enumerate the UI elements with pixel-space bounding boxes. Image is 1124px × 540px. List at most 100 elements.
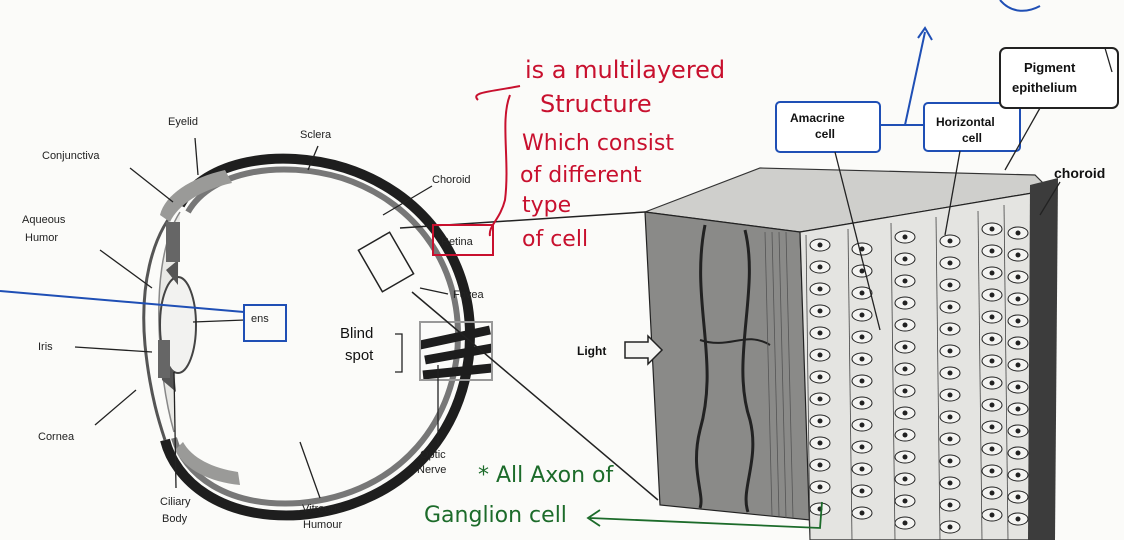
cell-nucleus bbox=[860, 401, 865, 406]
cell-nucleus bbox=[948, 503, 953, 508]
optic-nerve-label-2: Nerve bbox=[417, 464, 446, 476]
cell-nucleus bbox=[903, 345, 908, 350]
cell-nucleus bbox=[818, 331, 823, 336]
cell-nucleus bbox=[1016, 407, 1021, 412]
retina-label: Retina bbox=[441, 236, 474, 248]
blind-spot-label-2: spot bbox=[345, 347, 374, 364]
cell-nucleus bbox=[860, 489, 865, 494]
cell-nucleus bbox=[990, 425, 995, 430]
pigment-epithelium-label-2: epithelium bbox=[1012, 80, 1077, 95]
vitreous-label-2: Humour bbox=[303, 519, 342, 531]
red-bracket bbox=[476, 86, 520, 236]
cell-nucleus bbox=[818, 243, 823, 248]
cell-nucleus bbox=[948, 481, 953, 486]
cell-nucleus bbox=[903, 323, 908, 328]
optic-nerve-shape bbox=[420, 330, 492, 375]
cell-nucleus bbox=[1016, 429, 1021, 434]
cell-nucleus bbox=[948, 393, 953, 398]
cell-nucleus bbox=[948, 371, 953, 376]
eyelid-label: Eyelid bbox=[168, 116, 198, 128]
cell-nucleus bbox=[990, 293, 995, 298]
aqueous-humor-label-2: Humor bbox=[25, 232, 58, 244]
horizontal-cell-label-1: Horizontal bbox=[936, 115, 995, 129]
retina-choroid-strip bbox=[1028, 178, 1058, 540]
cell-nucleus bbox=[860, 335, 865, 340]
blue-corner-mark bbox=[1000, 0, 1040, 11]
cornea-leader bbox=[95, 390, 136, 425]
ciliary-body-label-2: Body bbox=[162, 513, 188, 525]
retina-note-line-2: Structure bbox=[540, 90, 652, 118]
cell-nucleus bbox=[903, 499, 908, 504]
cell-nucleus bbox=[990, 249, 995, 254]
sclera-layer bbox=[165, 159, 470, 516]
lower-iris-bar bbox=[158, 340, 170, 378]
cell-nucleus bbox=[860, 269, 865, 274]
cell-nucleus bbox=[903, 301, 908, 306]
fovea-leader bbox=[420, 288, 448, 294]
cell-nucleus bbox=[990, 513, 995, 518]
cell-nucleus bbox=[903, 257, 908, 262]
cell-nucleus bbox=[1016, 451, 1021, 456]
cell-nucleus bbox=[860, 467, 865, 472]
fovea-label: Fovea bbox=[453, 289, 484, 301]
cell-nucleus bbox=[860, 445, 865, 450]
cell-nucleus bbox=[1016, 473, 1021, 478]
cornea-label: Cornea bbox=[38, 431, 75, 443]
choroid-label-eye: Choroid bbox=[432, 174, 471, 186]
cell-nucleus bbox=[903, 521, 908, 526]
cell-nucleus bbox=[860, 357, 865, 362]
ciliary-body-label-1: Ciliary bbox=[160, 496, 191, 508]
cell-nucleus bbox=[990, 271, 995, 276]
ganglion-note-line-2: Ganglion cell bbox=[424, 503, 567, 528]
vitreous-label-1: Vitreous bbox=[302, 503, 343, 515]
iris-label: Iris bbox=[38, 341, 53, 353]
cell-nucleus bbox=[948, 327, 953, 332]
cell-nucleus bbox=[903, 389, 908, 394]
cell-nucleus bbox=[818, 463, 823, 468]
cell-nucleus bbox=[818, 309, 823, 314]
cell-nucleus bbox=[1016, 341, 1021, 346]
cell-nucleus bbox=[1016, 319, 1021, 324]
cell-nucleus bbox=[818, 441, 823, 446]
cell-nucleus bbox=[860, 423, 865, 428]
cell-nucleus bbox=[948, 415, 953, 420]
cell-nucleus bbox=[1016, 253, 1021, 258]
cell-nucleus bbox=[1016, 297, 1021, 302]
cell-nucleus bbox=[860, 313, 865, 318]
light-label: Light bbox=[577, 344, 606, 358]
cell-nucleus bbox=[948, 349, 953, 354]
pigment-epithelium-label-1: Pigment bbox=[1024, 60, 1076, 75]
cell-nucleus bbox=[818, 397, 823, 402]
cell-nucleus bbox=[990, 337, 995, 342]
cell-nucleus bbox=[990, 491, 995, 496]
lens-label: ens bbox=[251, 313, 269, 325]
cell-nucleus bbox=[948, 305, 953, 310]
choroid-label-retina: choroid bbox=[1054, 165, 1105, 181]
cell-nucleus bbox=[903, 455, 908, 460]
retina-note-line-4: of different bbox=[520, 163, 642, 188]
lens-leader bbox=[193, 320, 245, 322]
sclera-label: Sclera bbox=[300, 129, 332, 141]
cell-nucleus bbox=[818, 419, 823, 424]
conjunctiva-leader bbox=[130, 168, 173, 202]
retina-note-line-3: Which consist bbox=[522, 131, 674, 156]
cell-nucleus bbox=[1016, 363, 1021, 368]
upper-iris-bar bbox=[166, 222, 180, 262]
blind-spot-bracket bbox=[395, 334, 402, 372]
blue-pointer-line bbox=[0, 291, 244, 312]
cell-nucleus bbox=[860, 379, 865, 384]
cell-nucleus bbox=[818, 375, 823, 380]
cell-nucleus bbox=[1016, 385, 1021, 390]
retina-zoom-box bbox=[358, 232, 413, 292]
pigment-epithelium-box bbox=[1000, 48, 1118, 108]
amacrine-cell-label-1: Amacrine bbox=[790, 111, 845, 125]
cell-nucleus bbox=[990, 315, 995, 320]
iris-leader bbox=[75, 347, 152, 352]
cell-nucleus bbox=[948, 239, 953, 244]
ganglion-note-line-1: * All Axon of bbox=[478, 463, 615, 488]
choroid-layer bbox=[174, 169, 458, 503]
upper-eyelid bbox=[160, 170, 232, 222]
cell-nucleus bbox=[860, 291, 865, 296]
vitreous-leader bbox=[300, 442, 320, 498]
